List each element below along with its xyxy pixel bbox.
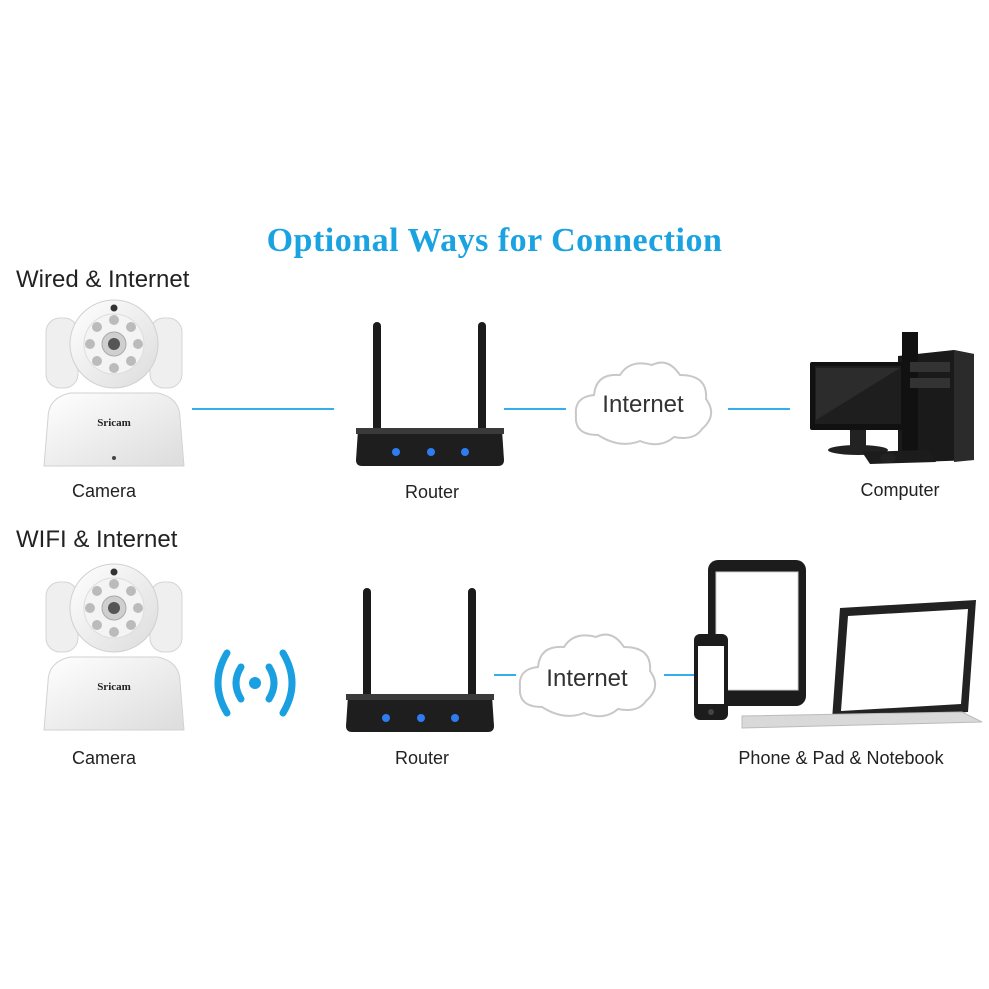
internet-cloud-text: Internet xyxy=(602,391,684,418)
cloud-computer-line xyxy=(728,408,790,410)
wifi-signal-icon xyxy=(205,646,305,720)
router-label-wired: Router xyxy=(404,482,460,502)
router-cloud-line-wired xyxy=(504,408,566,410)
internet-cloud-wired: Internet xyxy=(568,355,718,450)
computer-label: Computer xyxy=(860,480,940,500)
diagram-title: Optional Ways for Connection xyxy=(266,222,723,259)
devices-label: Phone & Pad & Notebook xyxy=(738,748,944,768)
camera-brand-text: Sricam xyxy=(97,681,131,693)
wifi-section-label: WIFI & Internet xyxy=(16,526,178,553)
ip-camera-wifi: Sricam xyxy=(40,562,188,734)
desktop-computer xyxy=(806,328,978,468)
internet-cloud-wifi: Internet xyxy=(512,627,662,722)
cloud-devices-line xyxy=(664,674,694,676)
camera-label-wifi: Camera xyxy=(71,748,137,768)
internet-cloud-text: Internet xyxy=(546,665,628,692)
wired-link-line xyxy=(192,408,334,410)
router-label-wifi: Router xyxy=(394,748,450,768)
mobile-devices xyxy=(690,556,986,736)
camera-label-wired: Camera xyxy=(71,481,137,501)
router-cloud-line-wifi xyxy=(494,674,516,676)
ip-camera-wired: Sricam xyxy=(40,298,188,470)
wired-section-label: Wired & Internet xyxy=(16,266,190,293)
router-wifi xyxy=(344,586,496,734)
camera-brand-text: Sricam xyxy=(97,417,131,429)
router-wired xyxy=(354,320,506,468)
